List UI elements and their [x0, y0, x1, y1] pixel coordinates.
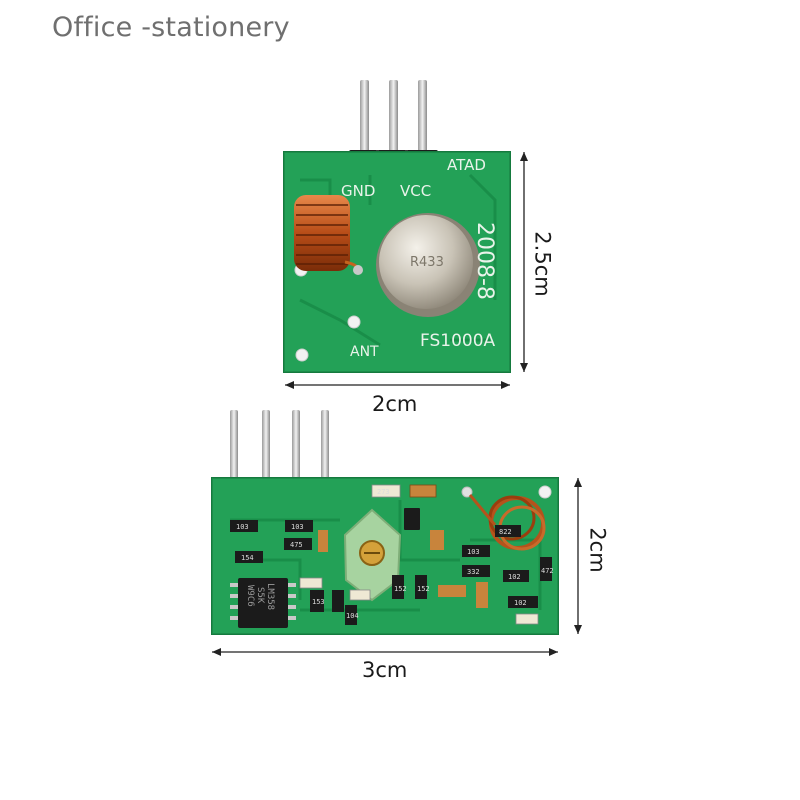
- chip-marking-3: W9C6: [245, 585, 255, 607]
- transmitter-gnd-label: GND: [341, 182, 375, 200]
- component-label: 472: [541, 567, 554, 575]
- component-label: 102: [508, 573, 521, 581]
- transmitter-ant-label: ANT: [350, 344, 379, 360]
- transmitter-antenna-coil: [294, 195, 363, 275]
- transmitter-width-dimension: [285, 381, 510, 389]
- transmitter-vcc-label: VCC: [400, 182, 431, 200]
- component-label: 152: [394, 585, 407, 593]
- receiver-transistor: [404, 508, 420, 530]
- component-label: 154: [241, 554, 254, 562]
- transmitter-resonator: [376, 213, 480, 317]
- component-label: 103: [467, 548, 480, 556]
- receiver-height-dimension: [574, 478, 582, 634]
- receiver-width-dimension: [212, 648, 558, 656]
- component-label: 475: [290, 541, 303, 549]
- component-label: 152: [417, 585, 430, 593]
- receiver-tuning-coil: [343, 508, 402, 602]
- component-label: 332: [467, 568, 480, 576]
- component-label: 822: [499, 528, 512, 536]
- transmitter-model-label: FS1000A: [420, 331, 496, 351]
- chip-marking-2: S5K: [255, 587, 265, 604]
- chip-marking-1: LM358: [265, 583, 275, 610]
- transmitter-date-code: 2008-8: [472, 222, 497, 300]
- component-label: 273: [377, 488, 390, 496]
- component-label: 104: [346, 612, 359, 620]
- resonator-marking: R433: [410, 255, 444, 270]
- receiver-module: LM358 S5K W9C6: [211, 410, 559, 635]
- receiver-opamp-chip: LM358 S5K W9C6: [230, 578, 296, 628]
- transmitter-data-label: ATAD: [447, 156, 486, 174]
- transmitter-module: GND VCC ATAD R433 2008-8 FS1000A ANT: [283, 80, 511, 373]
- receiver-width-label: 3cm: [362, 658, 408, 682]
- transmitter-width-label: 2cm: [372, 392, 418, 416]
- component-label: 153: [312, 598, 325, 606]
- component-label: 103: [291, 523, 304, 531]
- transmitter-height-label: 2.5cm: [530, 231, 555, 297]
- receiver-smd-components: [230, 484, 552, 625]
- transmitter-height-dimension: [520, 152, 528, 372]
- component-label: 102: [514, 599, 527, 607]
- component-label: 103: [236, 523, 249, 531]
- receiver-height-label: 2cm: [585, 527, 610, 573]
- watermark-text: Office -stationery: [52, 12, 290, 43]
